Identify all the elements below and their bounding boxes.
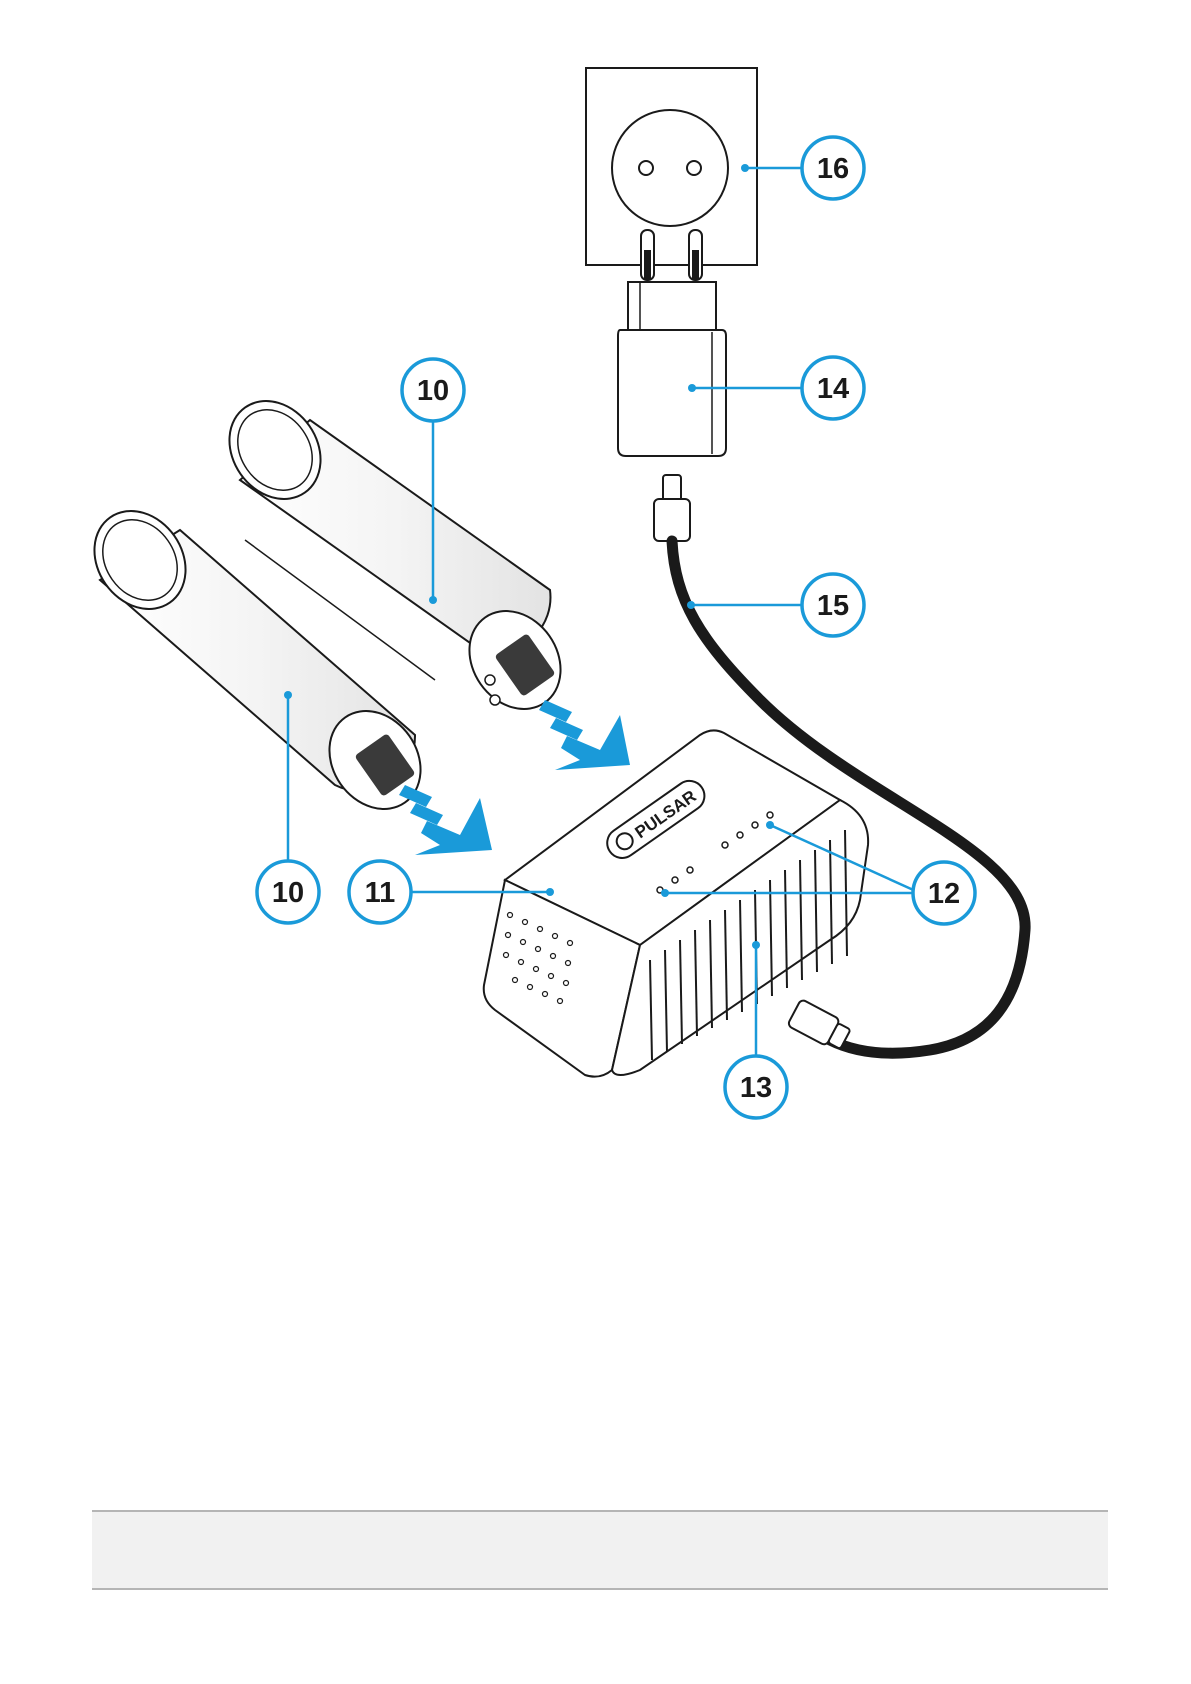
- callout-12: 12: [913, 862, 975, 924]
- callout-16: 16: [802, 137, 864, 199]
- callout-10-left: 10: [257, 861, 319, 923]
- callout-13: 13: [725, 1056, 787, 1118]
- callout-14-label: 14: [817, 373, 849, 405]
- callout-10-top-label: 10: [417, 375, 449, 407]
- callout-12-label: 12: [928, 878, 960, 910]
- callout-14: 14: [802, 357, 864, 419]
- footer-band: [92, 1510, 1108, 1590]
- callout-13-label: 13: [740, 1072, 772, 1104]
- callout-11-label: 11: [365, 877, 396, 909]
- wall-socket: [586, 68, 757, 265]
- callout-10-left-label: 10: [272, 877, 304, 909]
- insert-arrow-top: [539, 700, 630, 770]
- insert-arrow-left: [399, 785, 492, 855]
- callout-16-label: 16: [817, 153, 849, 185]
- callout-15: 15: [802, 574, 864, 636]
- callout-15-label: 15: [817, 590, 849, 622]
- callout-10-top: 10: [402, 359, 464, 421]
- callout-11: 11: [349, 861, 411, 923]
